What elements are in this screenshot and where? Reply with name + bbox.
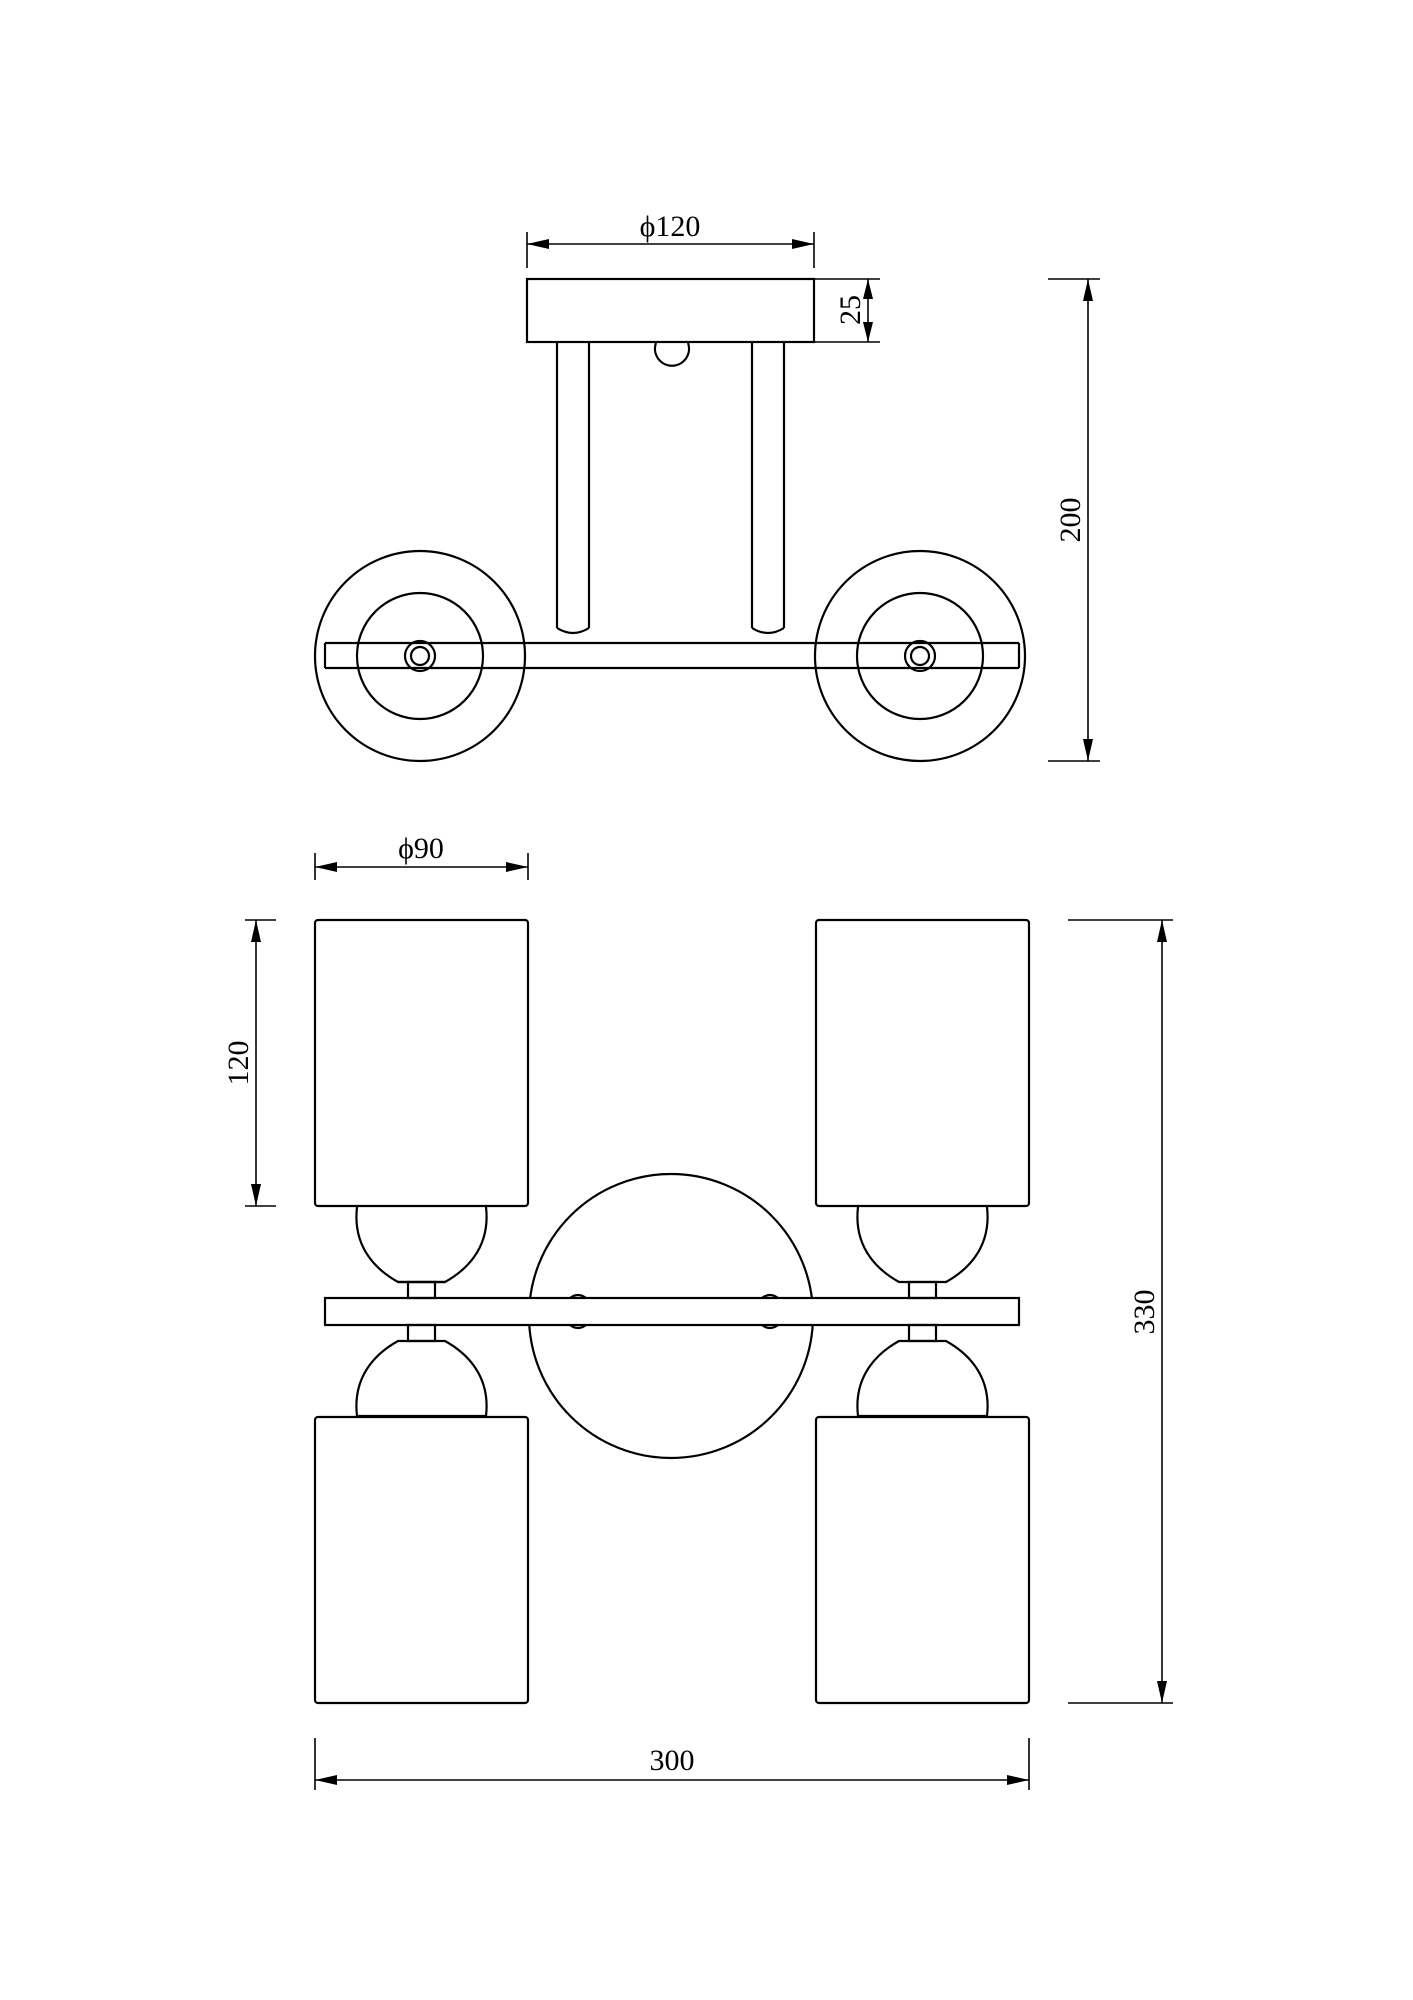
right-rod xyxy=(750,343,786,635)
dim-shade-height: 120 xyxy=(222,919,276,1207)
shade-lower-left xyxy=(313,1323,530,1705)
dim-shade-diameter-label: ϕ90 xyxy=(398,832,444,865)
dim-total-width-label: 300 xyxy=(650,1744,695,1777)
dim-top-height: 200 xyxy=(1048,278,1100,762)
front-view xyxy=(313,918,1031,1705)
dim-plate-thickness-label: 25 xyxy=(834,295,867,325)
shade-lower-right xyxy=(814,1323,1031,1705)
plate-knob xyxy=(653,342,691,367)
dim-top-width: ϕ120 xyxy=(526,210,815,268)
dim-top-height-label: 200 xyxy=(1054,498,1087,543)
front-arm xyxy=(323,1293,1021,1330)
shade-upper-left xyxy=(313,918,530,1300)
left-shade-top xyxy=(313,549,527,763)
dim-total-width: 300 xyxy=(314,1738,1030,1790)
ceiling-plate xyxy=(525,277,816,344)
dim-total-height: 330 xyxy=(1068,919,1173,1704)
dim-plate-thickness: 25 xyxy=(814,278,880,343)
dim-top-width-label: ϕ120 xyxy=(640,210,701,243)
right-shade-top xyxy=(813,549,1027,763)
dim-shade-height-label: 120 xyxy=(222,1041,255,1086)
top-view xyxy=(313,277,1027,763)
dim-total-height-label: 330 xyxy=(1128,1290,1161,1335)
dim-shade-diameter: ϕ90 xyxy=(314,832,529,880)
shade-upper-right xyxy=(814,918,1031,1300)
left-rod xyxy=(555,343,591,635)
top-arm xyxy=(323,641,1021,670)
